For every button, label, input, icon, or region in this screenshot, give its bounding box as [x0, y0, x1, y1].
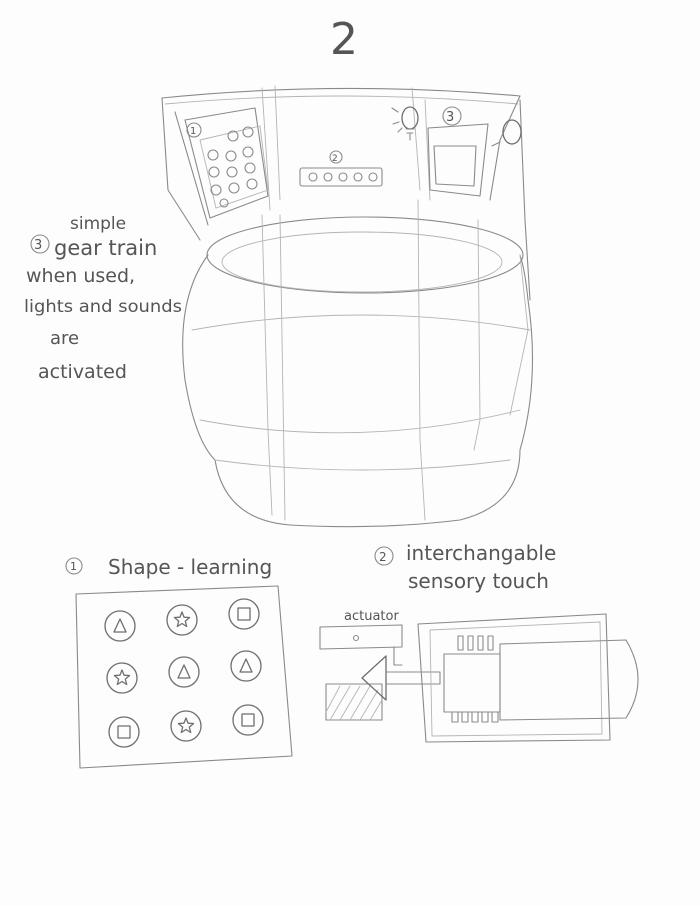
square-icon	[118, 726, 130, 738]
piston-head	[500, 640, 638, 720]
toy-bin-drawing: 1 2 3	[162, 86, 533, 527]
star-icon	[178, 718, 193, 733]
actuator-label: actuator	[344, 609, 399, 624]
mechanism-housing	[418, 614, 610, 742]
shape-button-ring	[169, 657, 199, 687]
triangle-icon	[178, 665, 190, 678]
panel-one-holes	[208, 127, 257, 207]
spring-row-bottom	[452, 712, 498, 722]
gear-train-annotation: 3 simple gear train when used, lights an…	[24, 214, 182, 383]
shape-button-ring	[233, 705, 263, 735]
shape-button	[171, 711, 201, 741]
shape-button-ring	[105, 611, 135, 641]
marker-one-label: 1	[190, 126, 196, 137]
annotation-line-3: when used,	[26, 265, 135, 287]
sensory-marker-label: 2	[379, 550, 387, 564]
bin-left-edge	[162, 98, 200, 240]
annotation-line-5: are	[50, 328, 79, 349]
shape-button	[233, 705, 263, 735]
sensory-title-line-2: sensory touch	[408, 569, 549, 593]
marker-two-label: 2	[332, 154, 338, 164]
shape-learning-section: 1 Shape - learning	[66, 555, 292, 768]
shape-button	[229, 599, 259, 629]
sensory-touch-section: 2 interchangable sensory touch actuator	[320, 541, 638, 742]
shape-button-ring	[109, 717, 139, 747]
square-icon	[238, 608, 250, 620]
annotation-line-4: lights and sounds	[24, 297, 182, 317]
triangle-icon	[114, 619, 126, 632]
shape-button	[109, 717, 139, 747]
sensory-title-line-1: interchangable	[406, 541, 556, 565]
bin-top-edge	[162, 88, 520, 98]
triangle-icon	[240, 659, 252, 672]
shape-button	[105, 611, 135, 641]
square-icon	[242, 714, 254, 726]
spring-row-top	[458, 636, 493, 650]
actuator-box	[320, 625, 402, 649]
panel-two-bar	[300, 168, 382, 186]
shape-learning-title: Shape - learning	[108, 555, 272, 579]
shape-button	[107, 663, 137, 693]
panel-two-dots	[309, 173, 377, 181]
bin-right-edge	[490, 96, 520, 200]
shape-button	[231, 651, 261, 681]
annotation-line-6: activated	[38, 361, 127, 383]
light-bulb-icon	[492, 120, 521, 146]
star-icon	[114, 670, 129, 685]
page-number: 2	[330, 14, 358, 65]
shape-button-ring	[231, 651, 261, 681]
shape-button-ring	[171, 711, 201, 741]
marker-three-label: 3	[446, 110, 454, 125]
annotation-line-2: gear train	[54, 236, 157, 260]
shape-button-ring	[107, 663, 137, 693]
shape-button-grid	[105, 599, 263, 747]
star-icon	[174, 612, 189, 627]
shape-button-ring	[167, 605, 197, 635]
annotation-line-1: simple	[70, 214, 126, 234]
shape-button	[167, 605, 197, 635]
shape-button-ring	[229, 599, 259, 629]
piston-body	[444, 654, 500, 712]
shape-learning-marker-label: 1	[70, 560, 77, 573]
shape-button	[169, 657, 199, 687]
annotation-marker-label: 3	[34, 238, 42, 253]
